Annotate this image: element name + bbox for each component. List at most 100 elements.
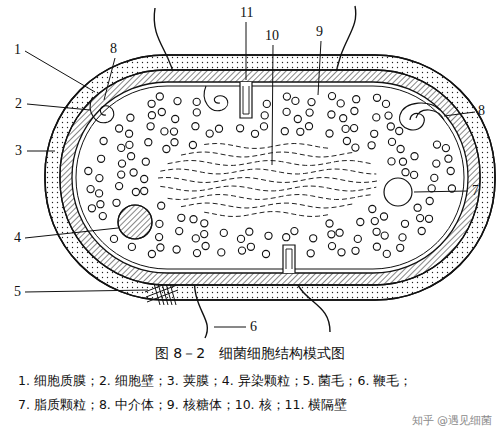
ribosome: [340, 115, 347, 122]
mesosome: [90, 86, 444, 130]
ribosome: [388, 158, 395, 165]
ribosome: [373, 114, 380, 121]
nucleoid-strand: [168, 161, 372, 166]
ribosome: [189, 141, 196, 148]
ribosome: [220, 229, 227, 236]
ribosome: [281, 128, 288, 135]
ribosome: [118, 171, 125, 178]
nucleoid-strand: [158, 178, 380, 183]
ribosome: [262, 250, 269, 257]
ribosome: [192, 123, 199, 130]
ribosome: [326, 130, 333, 137]
nucleoid-strand: [204, 212, 330, 217]
ribosome: [351, 107, 358, 114]
ribosome: [338, 249, 345, 256]
ribosome: [388, 138, 395, 145]
ribosome: [260, 123, 267, 130]
ribosome: [87, 186, 94, 193]
ribosome: [283, 93, 290, 100]
ribosome: [118, 160, 125, 167]
ribosome: [426, 197, 433, 204]
ribosome: [118, 144, 125, 151]
ribosome: [218, 249, 225, 256]
ribosome: [141, 187, 148, 194]
capsule: [45, 55, 495, 300]
ribosome: [294, 115, 301, 122]
ribosome: [373, 243, 380, 250]
ribosome: [328, 243, 335, 250]
nucleoid-strand: [204, 144, 330, 149]
ribosome: [417, 215, 424, 222]
ribosome: [88, 205, 95, 212]
ribosome: [141, 175, 148, 182]
ribosome: [263, 100, 270, 107]
ribosome: [128, 243, 135, 250]
ribosome: [98, 155, 105, 162]
ribosome: [97, 201, 104, 208]
ribosome: [445, 155, 452, 162]
ribosome: [110, 235, 117, 242]
ribosome: [373, 94, 380, 101]
septum: [240, 82, 252, 118]
ribosome: [176, 228, 183, 235]
nucleoid-strand: [181, 203, 355, 208]
ribosome: [127, 114, 134, 121]
ribosome: [148, 100, 155, 107]
ribosome: [251, 130, 258, 137]
ribosome: [132, 188, 139, 195]
ribosome: [297, 128, 304, 135]
cell-wall: [60, 70, 480, 285]
callout-number: 1: [14, 42, 21, 57]
figure-caption: 图 8－2 细菌细胞结构模式图: [155, 346, 345, 361]
ribosome: [100, 137, 107, 144]
septum: [283, 245, 295, 273]
ribosome: [156, 93, 163, 100]
ribosome: [382, 100, 389, 107]
ribosome: [328, 231, 335, 238]
ribosome: [202, 242, 209, 249]
ribosome: [343, 137, 350, 144]
ribosomes: [85, 93, 456, 258]
ribosome: [308, 99, 315, 106]
ribosome: [148, 112, 155, 119]
ribosome: [310, 235, 317, 242]
ribosome: [431, 174, 438, 181]
ribosome: [414, 204, 421, 211]
ribosome: [399, 234, 406, 241]
ribosome: [433, 141, 440, 148]
ribosome: [178, 214, 185, 221]
cell-membrane: [72, 82, 468, 273]
ribosome: [201, 220, 208, 227]
ribosome: [113, 199, 120, 206]
ribosome: [142, 158, 149, 165]
ribosome: [373, 228, 380, 235]
ribosome: [342, 125, 349, 132]
callout-number: 7: [472, 183, 479, 198]
nucleoid-strand: [160, 169, 376, 174]
ribosome: [399, 158, 406, 165]
ribosome: [206, 130, 213, 137]
ribosome: [156, 234, 163, 241]
ribosome: [328, 93, 335, 100]
ribosome: [173, 246, 180, 253]
ribosome: [397, 244, 404, 251]
ribosome: [99, 213, 106, 220]
callout-number: 10: [265, 28, 279, 43]
ribosome: [130, 169, 137, 176]
ribosome: [215, 125, 222, 132]
ribosome: [433, 160, 440, 167]
leader-lines: [25, 22, 475, 327]
ribosome: [337, 100, 344, 107]
ribosome: [383, 250, 390, 257]
nucleoid-strand: [181, 152, 355, 157]
ribosome: [418, 227, 425, 234]
nucleoid-strand: [160, 186, 376, 191]
ribosome: [237, 235, 244, 242]
ribosome: [193, 109, 200, 116]
ribosome: [190, 216, 197, 223]
ribosome: [170, 128, 177, 135]
ribosome: [351, 125, 358, 132]
ribosome: [402, 169, 409, 176]
